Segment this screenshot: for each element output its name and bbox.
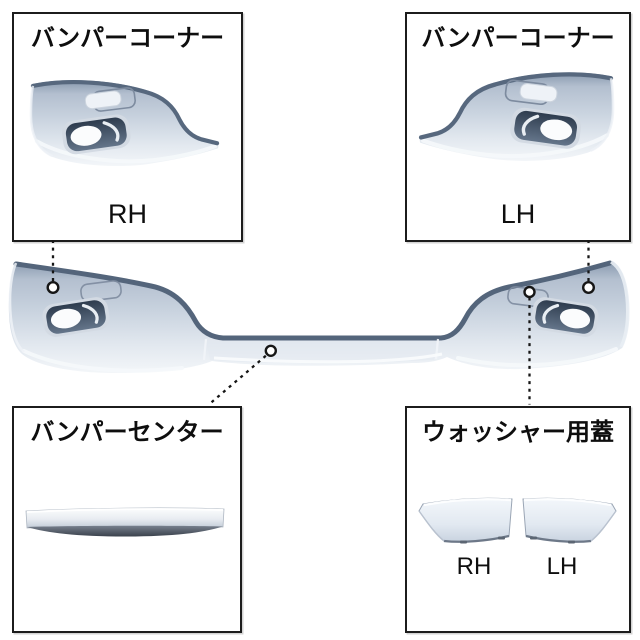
bumper-center-illustration [25,506,225,538]
bumper-corner-rh-illustration [27,73,225,169]
washer-cover-rh-illustration [417,497,514,545]
box-title: バンパーセンター [30,419,224,446]
box-title: ウォッシャー用蓋 [422,419,614,446]
washer-label-lh: LH [546,553,578,580]
washer-cover-box: ウォッシャー用蓋 RH LH [405,406,631,633]
bumper-corner-lh-box: バンパーコーナー LH [405,12,631,242]
bumper-center-box: バンパーセンター [12,406,242,633]
side-label-rh: RH [108,199,147,229]
bumper-corner-lh-illustration [412,66,618,163]
washer-label-rh: RH [456,553,492,580]
bumper-corner-rh-box: バンパーコーナー RH [12,12,243,242]
front-bumper-assembly-illustration [8,260,630,373]
washer-cover-lh-illustration [521,497,618,545]
bumper-top-edge [13,260,613,341]
box-title: バンパーコーナー [421,25,615,52]
box-title: バンパーコーナー [30,25,225,52]
side-label-lh: LH [500,199,536,229]
